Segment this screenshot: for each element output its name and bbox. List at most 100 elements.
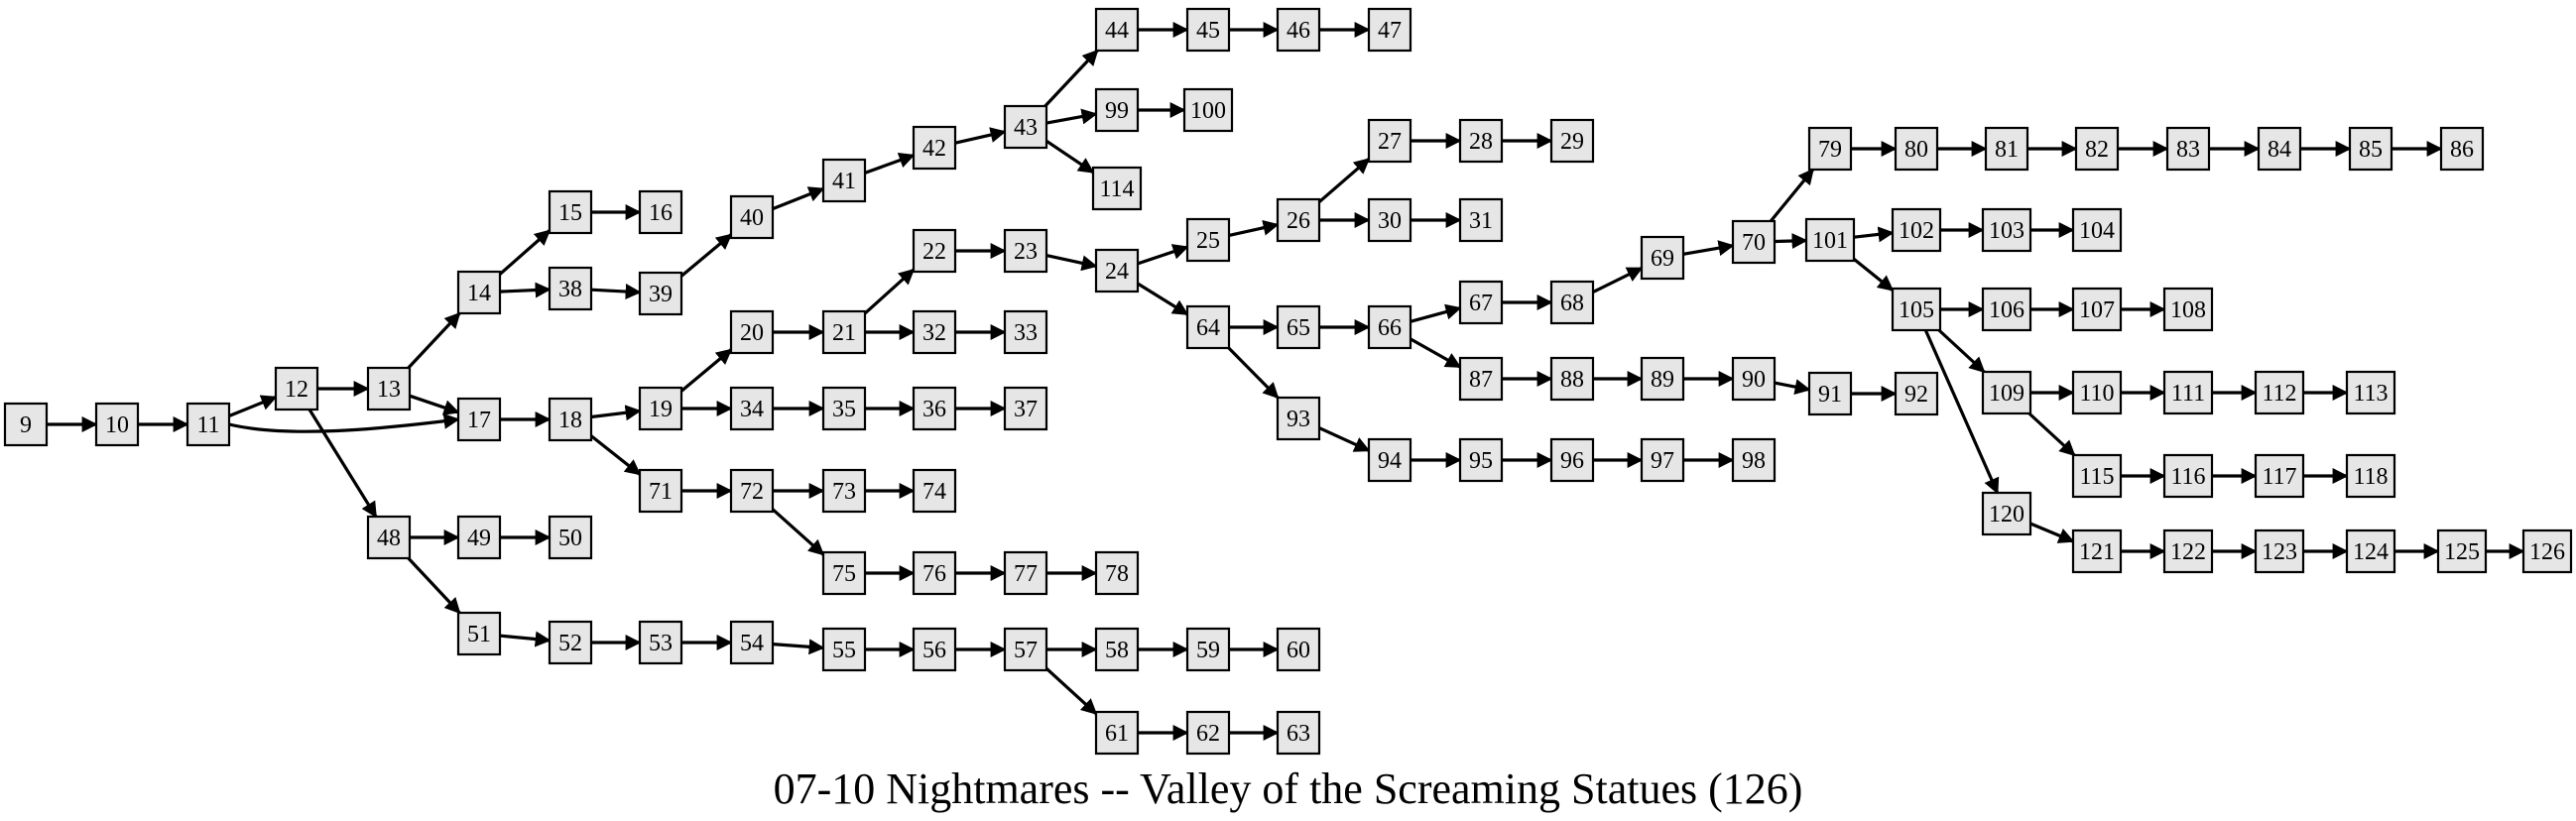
- edge-11-17: [228, 412, 460, 433]
- node-75: 75: [821, 550, 867, 596]
- node-46: 46: [1276, 7, 1321, 53]
- node-label: 124: [2353, 539, 2389, 565]
- node-box: [912, 309, 957, 355]
- node-label: 42: [922, 136, 946, 162]
- node-label: 27: [1378, 129, 1402, 155]
- edges-layer: [47, 22, 2525, 741]
- node-box: [1091, 166, 1143, 211]
- node-box: [1003, 309, 1048, 355]
- node-label: 16: [649, 200, 673, 226]
- node-box: [1094, 87, 1140, 133]
- node-111: 111: [2162, 370, 2214, 415]
- node-41: 41: [821, 158, 867, 203]
- node-label: 78: [1105, 561, 1129, 587]
- node-15: 15: [548, 189, 593, 235]
- edge-arrow: [407, 556, 461, 615]
- node-box: [2071, 453, 2123, 499]
- edge-38-39: [590, 284, 642, 300]
- node-label: 74: [922, 479, 946, 505]
- node-13: 13: [366, 366, 412, 411]
- node-box: [2162, 287, 2214, 332]
- node-label: 20: [740, 320, 764, 346]
- node-label: 112: [2262, 381, 2296, 407]
- node-box: [1367, 197, 1412, 243]
- node-box: [1276, 7, 1321, 53]
- node-label: 65: [1287, 315, 1310, 341]
- node-88: 88: [1549, 356, 1595, 402]
- node-box: [1807, 126, 1853, 172]
- node-123: 123: [2254, 528, 2305, 574]
- edge-64-93: [1227, 346, 1280, 400]
- node-box: [1276, 627, 1321, 672]
- node-label: 120: [1989, 502, 2024, 528]
- node-label: 22: [922, 239, 946, 265]
- node-label: 51: [467, 622, 491, 647]
- edge-arrow: [1045, 254, 1098, 272]
- node-82: 82: [2074, 126, 2120, 172]
- node-box: [729, 194, 775, 240]
- node-label: 97: [1651, 448, 1674, 474]
- node-24: 24: [1094, 248, 1140, 293]
- node-box: [2162, 453, 2214, 499]
- node-label: 99: [1105, 98, 1129, 124]
- node-box: [1891, 287, 1942, 332]
- edge-arrow: [1045, 139, 1095, 175]
- node-124: 124: [2345, 528, 2396, 574]
- node-box: [729, 620, 775, 665]
- node-box: [548, 620, 593, 665]
- node-box: [1894, 126, 1939, 172]
- node-box: [1731, 219, 1777, 265]
- node-label: 12: [285, 377, 308, 403]
- node-box: [638, 386, 683, 431]
- edge-arrow: [1774, 233, 1808, 250]
- node-label: 63: [1287, 721, 1310, 747]
- edge-arrow: [1137, 244, 1189, 266]
- node-label: 82: [2085, 137, 2109, 163]
- node-label: 49: [467, 526, 491, 551]
- edge-70-79: [1769, 168, 1815, 223]
- edge-66-67: [1410, 303, 1462, 323]
- node-label: 95: [1469, 448, 1493, 474]
- edge-57-61: [1044, 667, 1098, 715]
- node-96: 96: [1549, 437, 1595, 483]
- node-61: 61: [1094, 710, 1140, 756]
- node-box: [1640, 235, 1685, 281]
- node-box: [274, 366, 319, 411]
- edge-43-99: [1045, 108, 1098, 125]
- edge-120-121: [2029, 522, 2075, 543]
- node-box: [2071, 370, 2123, 415]
- node-box: [1094, 550, 1140, 596]
- edge-arrow: [1923, 329, 2000, 495]
- node-label: 107: [2079, 297, 2115, 323]
- node-label: 103: [1989, 218, 2024, 244]
- edge-90-91: [1774, 379, 1811, 396]
- node-box: [2257, 126, 2302, 172]
- node-box: [1549, 118, 1595, 164]
- node-label: 28: [1469, 129, 1493, 155]
- node-label: 109: [1989, 381, 2024, 407]
- node-label: 9: [20, 412, 32, 438]
- edge-48-51: [407, 556, 461, 615]
- node-120: 120: [1981, 491, 2032, 536]
- edge-arrow: [1137, 282, 1189, 316]
- node-label: 96: [1560, 448, 1584, 474]
- node-label: 86: [2450, 137, 2474, 163]
- node-29: 29: [1549, 118, 1595, 164]
- node-box: [821, 627, 867, 672]
- node-box: [1981, 207, 2032, 253]
- node-90: 90: [1731, 356, 1777, 402]
- node-89: 89: [1640, 356, 1685, 402]
- node-box: [3, 402, 49, 447]
- node-98: 98: [1731, 437, 1777, 483]
- edge-arrow: [1227, 346, 1280, 400]
- node-label: 23: [1014, 239, 1038, 265]
- node-60: 60: [1276, 627, 1321, 672]
- node-53: 53: [638, 620, 683, 665]
- node-62: 62: [1185, 710, 1231, 756]
- node-box: [1367, 437, 1412, 483]
- node-label: 100: [1190, 98, 1226, 124]
- node-box: [2074, 126, 2120, 172]
- node-box: [821, 386, 867, 431]
- node-38: 38: [548, 266, 593, 311]
- node-label: 75: [832, 561, 856, 587]
